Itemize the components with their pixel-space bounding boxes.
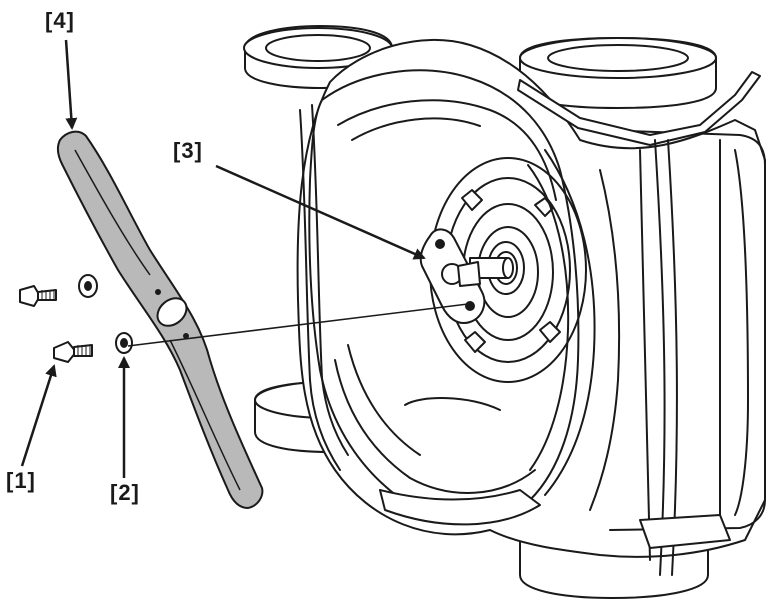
washer-2 [115,332,133,354]
hub-bolts [461,189,561,353]
leader-3 [215,164,426,260]
wheel-rear-right [519,37,717,109]
handle-bracket [517,71,761,146]
mower-body [243,25,766,599]
blade [56,130,264,509]
deck-side-block [599,129,766,531]
callout-label-1: [1] [6,468,36,493]
assembly-guide-line [127,303,469,347]
blade-bolt-1 [53,341,93,363]
leader-arrows [20,39,426,478]
blade-adapter [419,228,486,324]
leader-4 [64,39,78,130]
leader-1 [20,364,57,467]
spindle [469,241,525,295]
callout-label-3: [3] [173,138,203,163]
callout-label-2: [2] [110,480,140,505]
wheel-rear-left [243,25,393,89]
spare-washer [78,274,98,298]
spare-bolt [19,285,57,307]
callout-label-4: [4] [45,8,75,33]
